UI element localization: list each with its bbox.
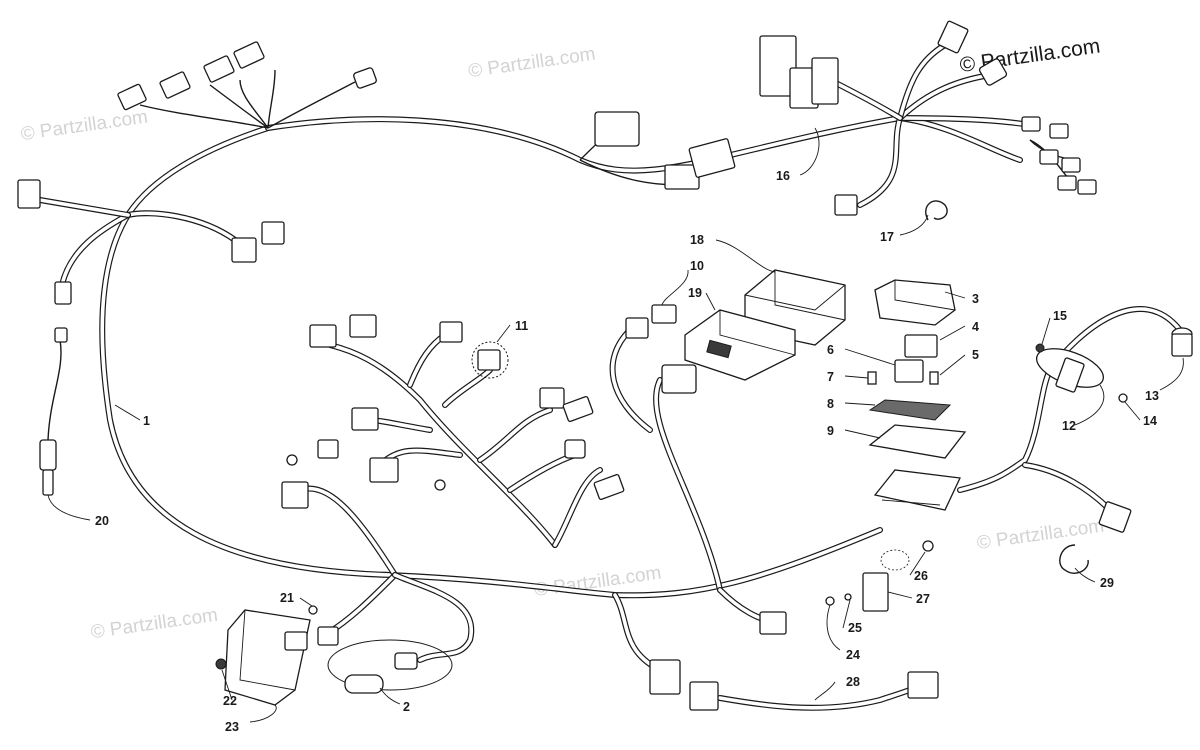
callout-24[interactable]: 24 [846, 648, 860, 662]
part-10-connector[interactable] [651, 304, 677, 324]
part-22-nut[interactable] [215, 658, 227, 670]
callout-29[interactable]: 29 [1100, 576, 1114, 590]
watermark-bottom-left: © Partzilla.com [89, 605, 219, 644]
callout-6[interactable]: 6 [827, 343, 834, 357]
callout-15[interactable]: 15 [1053, 309, 1067, 323]
fuse-box-base [873, 469, 961, 511]
part-26-nut[interactable] [880, 540, 934, 571]
callout-21[interactable]: 21 [280, 591, 294, 605]
part-28-cable[interactable] [689, 671, 939, 711]
callout-22[interactable]: 22 [223, 694, 237, 708]
callout-16[interactable]: 16 [776, 169, 790, 183]
harness-connectors [17, 20, 1132, 695]
callout-2[interactable]: 2 [403, 700, 410, 714]
part-3-fuse-box-cover[interactable] [874, 279, 956, 326]
part-2-capacitor[interactable] [327, 639, 453, 694]
callout-3[interactable]: 3 [972, 292, 979, 306]
part-29-ring[interactable] [1059, 544, 1089, 574]
callout-5[interactable]: 5 [972, 348, 979, 362]
part-5-fuse[interactable] [929, 371, 939, 385]
callout-18[interactable]: 18 [690, 233, 704, 247]
callout-11[interactable]: 11 [515, 319, 528, 333]
callout-8[interactable]: 8 [827, 397, 834, 411]
watermark-top-center: © Partzilla.com [467, 44, 597, 83]
callout-20[interactable]: 20 [95, 514, 109, 528]
callout-10[interactable]: 10 [690, 259, 704, 273]
part-12-coil[interactable] [1032, 341, 1109, 395]
callout-12[interactable]: 12 [1062, 419, 1076, 433]
part-7-fuse[interactable] [867, 371, 877, 385]
part-4-relay[interactable] [904, 334, 938, 358]
part-15-nut[interactable] [1035, 343, 1045, 353]
callout-28[interactable]: 28 [846, 675, 860, 689]
part-9-seal[interactable] [868, 424, 967, 459]
callout-9[interactable]: 9 [827, 424, 834, 438]
callout-labels: 1 2 3 4 5 6 7 8 9 10 11 12 13 14 15 16 1… [95, 169, 1159, 734]
part-21-screw[interactable] [308, 605, 318, 615]
callout-25[interactable]: 25 [848, 621, 862, 635]
part-8-gasket[interactable] [868, 399, 952, 421]
callout-26[interactable]: 26 [914, 569, 928, 583]
callout-17[interactable]: 17 [880, 230, 894, 244]
callout-14[interactable]: 14 [1143, 414, 1157, 428]
callout-7[interactable]: 7 [827, 370, 834, 384]
part-13-spark-cap[interactable] [1171, 327, 1193, 357]
callout-23[interactable]: 23 [225, 720, 239, 734]
leader-lines [47, 127, 1184, 723]
part-27-bracket[interactable] [862, 572, 889, 612]
watermark-bottom-right: © Partzilla.com [976, 515, 1106, 554]
callout-1[interactable]: 1 [143, 414, 150, 428]
part-19-ecu[interactable] [684, 309, 796, 381]
part-25-screw[interactable] [825, 596, 835, 606]
connector-11[interactable] [471, 341, 509, 379]
callout-13[interactable]: 13 [1145, 389, 1159, 403]
part-14-screw[interactable] [1118, 393, 1128, 403]
part-17-clip[interactable] [925, 200, 948, 221]
part-23-regulator[interactable] [224, 609, 311, 706]
watermark-top-left: © Partzilla.com [19, 107, 149, 146]
callout-27[interactable]: 27 [916, 592, 930, 606]
callout-4[interactable]: 4 [972, 320, 979, 334]
part-24-washer[interactable] [844, 593, 852, 601]
callout-19[interactable]: 19 [688, 286, 702, 300]
part-20-sensor[interactable] [39, 327, 68, 496]
part-6-relay[interactable] [894, 359, 924, 383]
